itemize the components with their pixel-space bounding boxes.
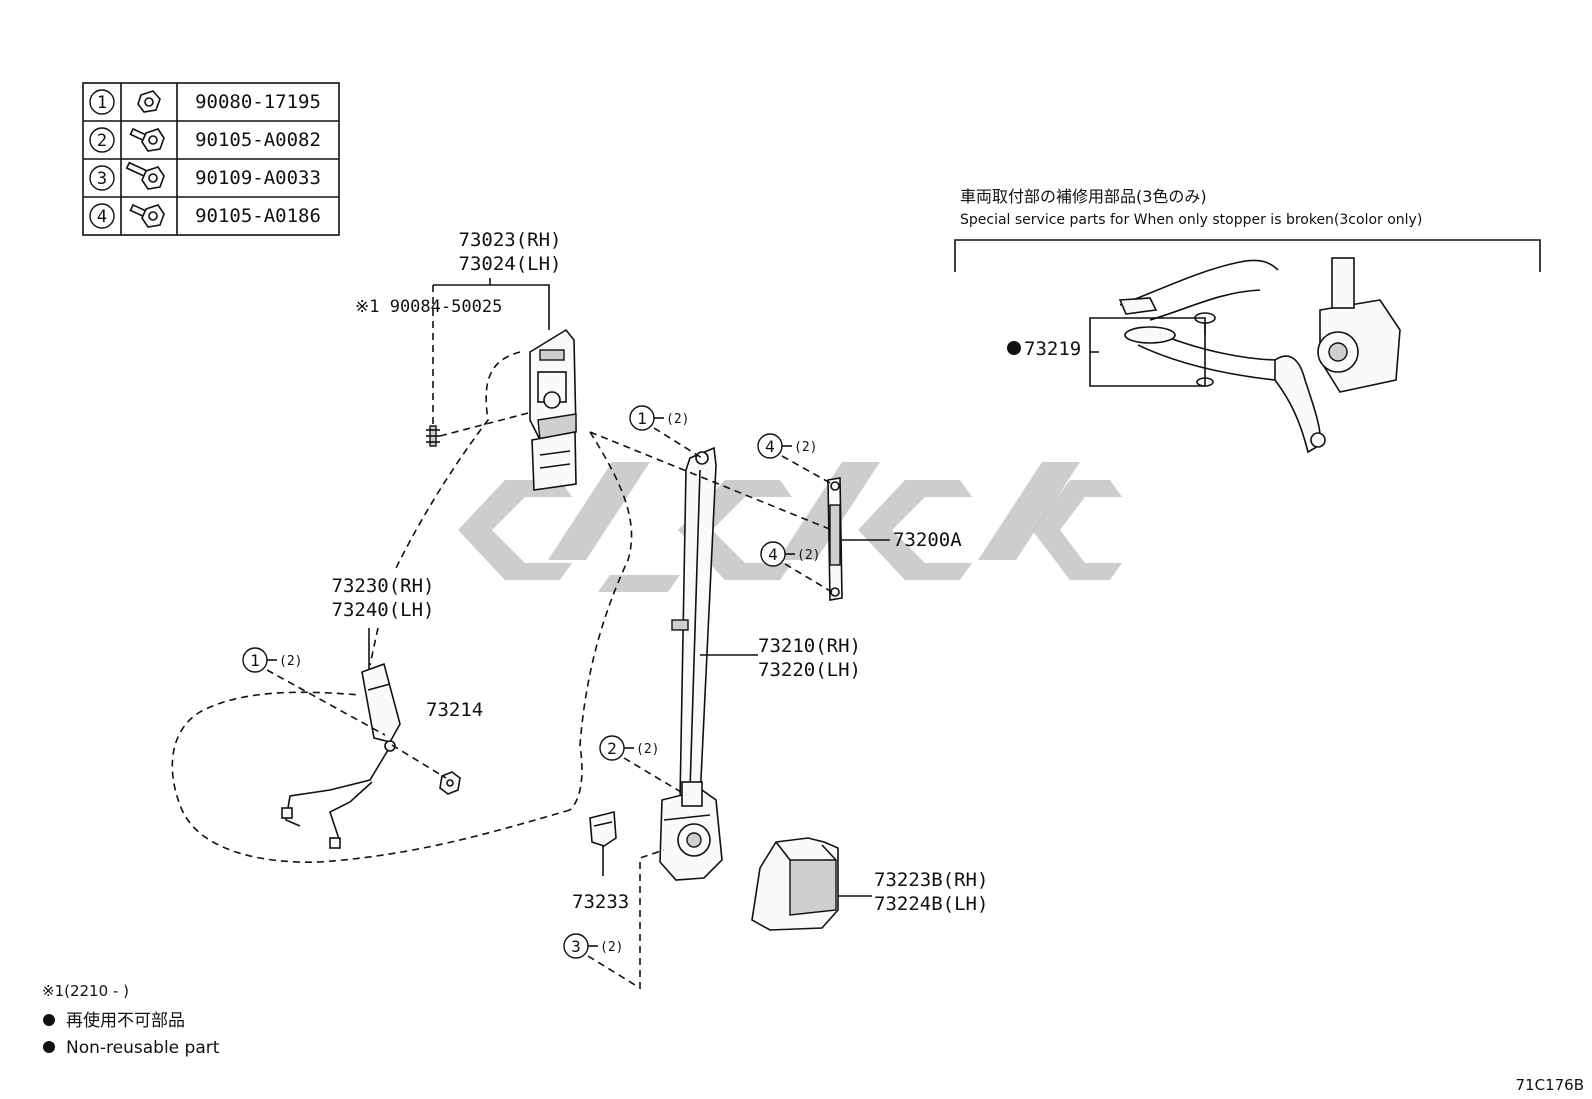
table-row: 2 90105-A0082 — [89, 127, 321, 153]
service-title-en: Special service parts for When only stop… — [960, 212, 1422, 228]
svg-text:1: 1 — [250, 651, 260, 670]
clip-screw — [426, 425, 440, 447]
svg-text:(2): (2) — [666, 412, 689, 427]
svg-text:(2): (2) — [797, 548, 820, 563]
part-number: 90109-A0033 — [195, 167, 321, 189]
table-row: 3 90109-A0033 — [89, 161, 321, 191]
service-bracket — [954, 239, 1541, 272]
bullet-icon — [43, 1014, 55, 1026]
nut-part — [439, 771, 461, 795]
callout-2: 2 (2) — [599, 735, 659, 761]
bolt-icon — [125, 161, 165, 190]
label-73023: 73023(RH) — [459, 229, 562, 251]
label-90084: ※1 90084-50025 — [355, 297, 502, 317]
bolt-icon — [129, 127, 165, 152]
label-73223b: 73223B(RH) — [874, 869, 988, 891]
callout-1a: 1 (2) — [629, 405, 689, 431]
svg-text:(2): (2) — [636, 742, 659, 757]
svg-text:1: 1 — [637, 409, 647, 428]
service-assembly — [1118, 257, 1401, 454]
row-number: 3 — [97, 169, 107, 189]
note-jp: 再使用不可部品 — [66, 1010, 185, 1031]
nut-icon — [137, 90, 161, 113]
row-number: 2 — [97, 131, 107, 151]
fastener-table: 1 90080-17195 2 90105-A0082 3 — [82, 82, 340, 236]
svg-text:(2): (2) — [279, 654, 302, 669]
table-row: 4 90105-A0186 — [89, 203, 321, 229]
note-serial: ※1(2210 - ) — [42, 982, 129, 1000]
figure-id: 71C176B — [1516, 1076, 1584, 1094]
callout-4b: 4 (2) — [760, 541, 820, 567]
seat-belt-webbing — [671, 446, 717, 801]
callout-4a: 4 (2) — [757, 433, 817, 459]
svg-text:4: 4 — [768, 545, 778, 564]
note-en: Non-reusable part — [66, 1038, 220, 1058]
label-73200a: 73200A — [893, 529, 962, 551]
svg-text:(2): (2) — [600, 940, 623, 955]
bullet-icon — [43, 1041, 55, 1053]
pillar-trim-lower — [531, 431, 577, 491]
pillar-trim-upper — [529, 328, 577, 441]
label-73214: 73214 — [426, 699, 483, 721]
label-73230: 73230(RH) — [332, 575, 435, 597]
svg-text:4: 4 — [765, 437, 775, 456]
callout-3: 3 (2) — [563, 933, 623, 959]
belt-guide — [589, 810, 617, 847]
part-number: 90105-A0186 — [195, 205, 321, 227]
retractor — [659, 781, 723, 881]
bolt-icon — [129, 203, 165, 228]
label-73233: 73233 — [572, 891, 629, 913]
retractor-cover — [751, 837, 839, 931]
seat-belt-buckle — [281, 662, 401, 849]
svg-text:2: 2 — [607, 739, 617, 758]
row-number: 1 — [97, 93, 107, 113]
label-73024: 73024(LH) — [459, 253, 562, 275]
label-73240: 73240(LH) — [332, 599, 435, 621]
part-number: 90080-17195 — [195, 91, 321, 113]
svg-text:3: 3 — [571, 937, 581, 956]
seat-outline — [171, 351, 633, 863]
service-title-jp: 車両取付部の補修用部品(3色のみ) — [960, 187, 1207, 206]
label-73219: 73219 — [1024, 338, 1081, 360]
height-adjuster — [827, 477, 843, 601]
row-number: 4 — [97, 207, 107, 227]
non-reusable-dot — [1007, 341, 1021, 355]
label-73224b: 73224B(LH) — [874, 893, 988, 915]
svg-text:(2): (2) — [794, 440, 817, 455]
callout-1b: 1 (2) — [242, 647, 302, 673]
label-73220: 73220(LH) — [758, 659, 861, 681]
part-number: 90105-A0082 — [195, 129, 321, 151]
table-row: 1 90080-17195 — [89, 89, 321, 115]
label-73210: 73210(RH) — [758, 635, 861, 657]
